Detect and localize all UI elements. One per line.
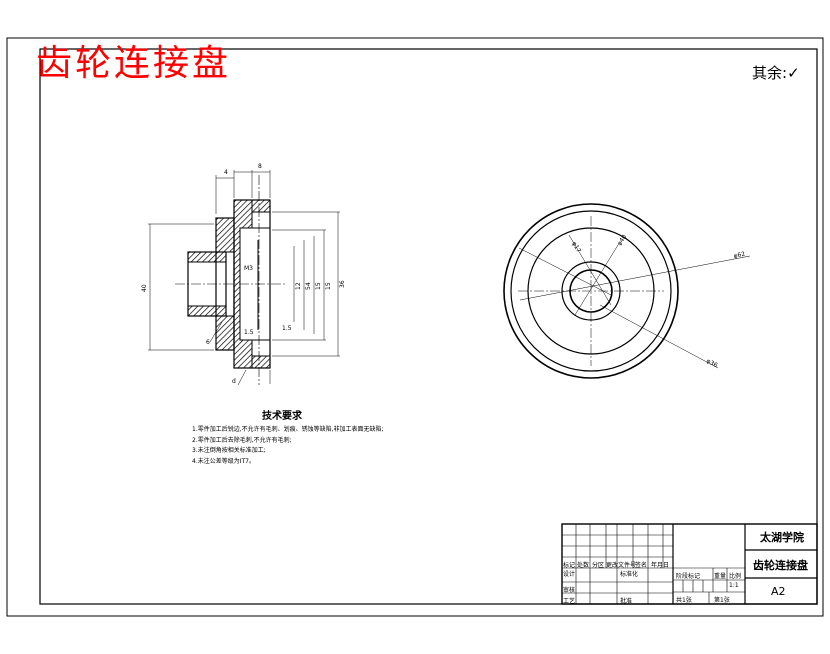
tech-item: 4.未注公差等级为IT7。 bbox=[192, 457, 255, 465]
tech-item: 1.零件加工后锐边,不允许有毛刺、划痕、锈蚀等缺陷,非加工表面无缺陷; bbox=[192, 426, 384, 433]
dim-40: 40 bbox=[141, 284, 148, 292]
tb-label-design: 设计 bbox=[563, 571, 576, 578]
dim-m3: M3 bbox=[244, 265, 253, 272]
outer-border bbox=[6, 37, 824, 617]
dim-roughness-a: 1.5 bbox=[244, 329, 254, 336]
dim-36: 36 bbox=[339, 280, 346, 288]
tech-item: 2.零件加工后去除毛刺,不允许有毛刺; bbox=[192, 436, 292, 444]
dim-12: 12 bbox=[295, 282, 302, 290]
dim-54: 54 bbox=[305, 282, 312, 290]
tb-label-mark: 标记 bbox=[563, 562, 576, 569]
technical-requirements-list: 1.零件加工后锐边,不允许有毛刺、划痕、锈蚀等缺陷,非加工表面无缺陷; 2.零件… bbox=[192, 425, 384, 467]
part-name: 齿轮连接盘 bbox=[753, 559, 808, 572]
section-view bbox=[148, 170, 340, 386]
roughness-symbol-icon: ✓ bbox=[787, 64, 800, 82]
school-name: 太湖学院 bbox=[760, 531, 804, 544]
sheet-size: A2 bbox=[771, 585, 786, 598]
drawing-title: 齿轮连接盘 bbox=[36, 43, 232, 84]
tb-sheet-total: 共1张 bbox=[676, 597, 692, 604]
tb-label-approve: 批准 bbox=[620, 598, 633, 605]
dim-roughness-b: 1.5 bbox=[282, 325, 292, 332]
dim-6: 6 bbox=[206, 339, 210, 346]
dim-4: 4 bbox=[224, 169, 228, 176]
front-view bbox=[503, 203, 751, 379]
tb-label-ratio: 比例 bbox=[729, 573, 742, 580]
tb-label-change: 更改文件号 bbox=[606, 562, 637, 569]
dim-8: 8 bbox=[258, 163, 262, 170]
dim-phi36: φ36 bbox=[705, 358, 719, 370]
tb-sheet-number: 第1张 bbox=[714, 597, 730, 604]
dim-phi40: φ40 bbox=[616, 233, 628, 247]
tb-label-sign: 签名 bbox=[635, 562, 648, 569]
tb-label-zone: 分区 bbox=[592, 562, 605, 569]
dim-15a: 15 bbox=[325, 282, 332, 290]
tb-label-standard: 标准化 bbox=[620, 571, 639, 578]
tb-label-stage: 阶段标记 bbox=[676, 573, 701, 580]
tb-label-process: 工艺 bbox=[563, 598, 576, 605]
tb-label-weight: 重量 bbox=[714, 573, 727, 580]
scale-value: 1:1 bbox=[729, 582, 739, 589]
dim-d: d bbox=[232, 378, 236, 385]
tech-item: 3.未注倒角按相关标准加工; bbox=[192, 447, 266, 454]
title-block bbox=[561, 523, 818, 605]
dim-phi17: φ17 bbox=[570, 241, 582, 255]
surface-roughness-note: 其余:✓ bbox=[752, 62, 800, 83]
dim-15b: 15 bbox=[315, 282, 322, 290]
tb-label-review: 审核 bbox=[563, 587, 576, 594]
dim-phi62: φ62 bbox=[733, 251, 746, 260]
inner-border bbox=[39, 48, 818, 605]
roughness-label: 其余: bbox=[752, 64, 788, 82]
tb-label-count: 处数 bbox=[577, 562, 590, 569]
tb-label-date: 年月日 bbox=[651, 562, 670, 569]
technical-requirements-title: 技术要求 bbox=[262, 411, 302, 422]
